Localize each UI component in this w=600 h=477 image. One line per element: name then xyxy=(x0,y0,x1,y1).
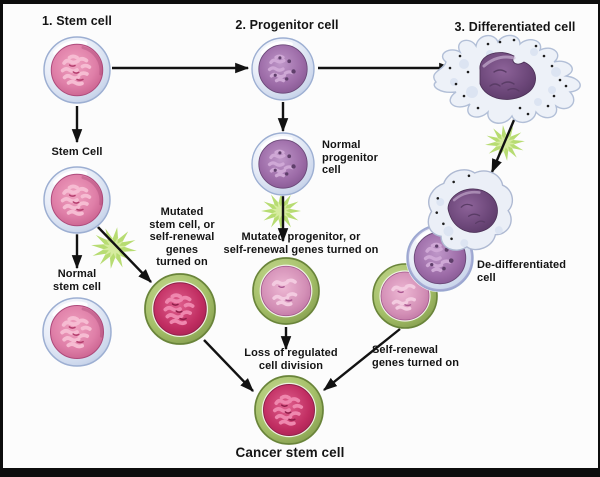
cancer-stem-cell xyxy=(254,375,324,445)
arrow-layer xyxy=(71,62,516,392)
arrow-differentiated-to-dediff xyxy=(490,119,516,174)
title-progenitor-cell: 2. Progenitor cell xyxy=(235,18,339,32)
title-stem-cell: 1. Stem cell xyxy=(42,14,112,28)
label-self-renewal-genes: Self-renewal genes turned on xyxy=(372,344,460,369)
normal-progenitor-cell xyxy=(251,132,315,196)
mutated-stem-cell xyxy=(144,273,216,345)
label-mutated-progenitor: Mutated progenitor, or self-renewal gene… xyxy=(223,231,379,256)
label-mutated-stem-cell: Mutated stem cell, or self-renewal genes… xyxy=(149,206,215,268)
mutation-burst-icon xyxy=(261,192,301,230)
arrow-to-mutated-stem xyxy=(95,224,152,283)
arrow-dediff-to-cancer xyxy=(323,328,401,391)
label-normal-progenitor: Normal progenitor cell xyxy=(322,139,378,176)
normal-stem-cell xyxy=(42,297,113,368)
arrow-mutstem-to-cancer xyxy=(203,339,254,392)
stem-cell-middle xyxy=(43,166,112,235)
differentiated-cell xyxy=(432,33,582,125)
label-stem-cell: Stem Cell xyxy=(51,146,103,158)
mutated-progenitor-cell xyxy=(252,257,320,325)
label-loss-of-regulated-division: Loss of regulated cell division xyxy=(244,347,338,372)
label-cancer-stem-cell: Cancer stem cell xyxy=(235,445,345,460)
progenitor-cell-top xyxy=(251,37,315,101)
stem-cell-top xyxy=(43,36,112,105)
label-dedifferentiated-cell: De-differentiated cell xyxy=(477,259,567,284)
label-normal-stem-cell: Normal stem cell xyxy=(53,268,101,293)
title-differentiated-cell: 3. Differentiated cell xyxy=(454,20,576,34)
